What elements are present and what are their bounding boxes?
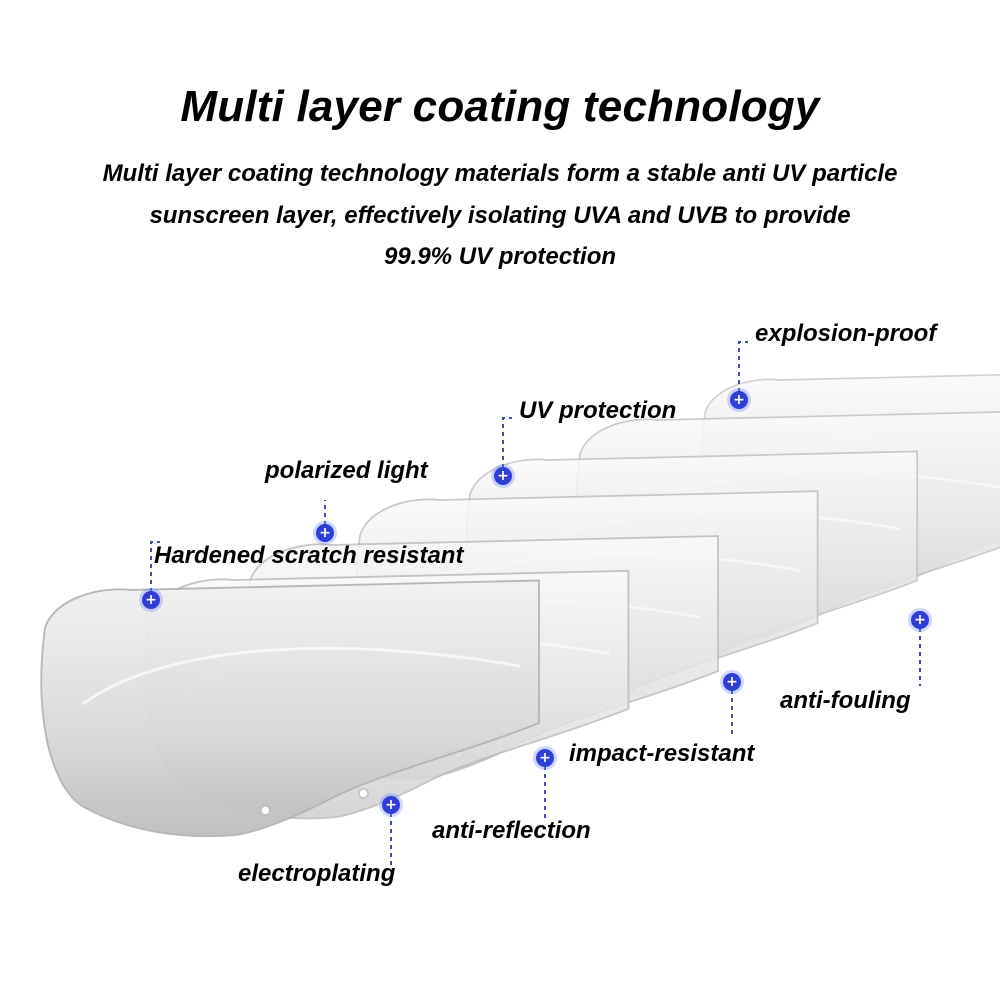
plus-marker-anti-reflection[interactable]: + xyxy=(536,749,554,767)
plus-marker-explosion-proof[interactable]: + xyxy=(730,391,748,409)
plus-marker-uv-protection[interactable]: + xyxy=(494,467,512,485)
label-electroplating: electroplating xyxy=(238,860,396,887)
plus-marker-electroplating[interactable]: + xyxy=(382,796,400,814)
subtitle-line-2: sunscreen layer, effectively isolating U… xyxy=(149,202,851,229)
leader-lines xyxy=(150,341,921,868)
plus-marker-polarized-light[interactable]: + xyxy=(316,524,334,542)
label-explosion-proof: explosion-proof xyxy=(755,320,937,347)
label-uv-protection: UV protection xyxy=(519,397,677,424)
plus-marker-anti-fouling[interactable]: + xyxy=(911,611,929,629)
label-anti-reflection: anti-reflection xyxy=(432,817,591,844)
label-hardened-scratch-resistant: Hardened scratch resistant xyxy=(154,542,464,569)
plus-marker-hardened-scratch-resistant[interactable]: + xyxy=(142,591,160,609)
subtitle-line-1: Multi layer coating technology materials… xyxy=(102,160,898,187)
plus-marker-impact-resistant[interactable]: + xyxy=(723,673,741,691)
label-impact-resistant: impact-resistant xyxy=(569,740,755,767)
subtitle-line-3: 99.9% UV protection xyxy=(383,243,617,270)
label-polarized-light: polarized light xyxy=(265,457,428,484)
visor-layer-1 xyxy=(39,579,541,838)
label-anti-fouling: anti-fouling xyxy=(780,687,911,714)
page-title: Multi layer coating technology xyxy=(180,82,820,131)
